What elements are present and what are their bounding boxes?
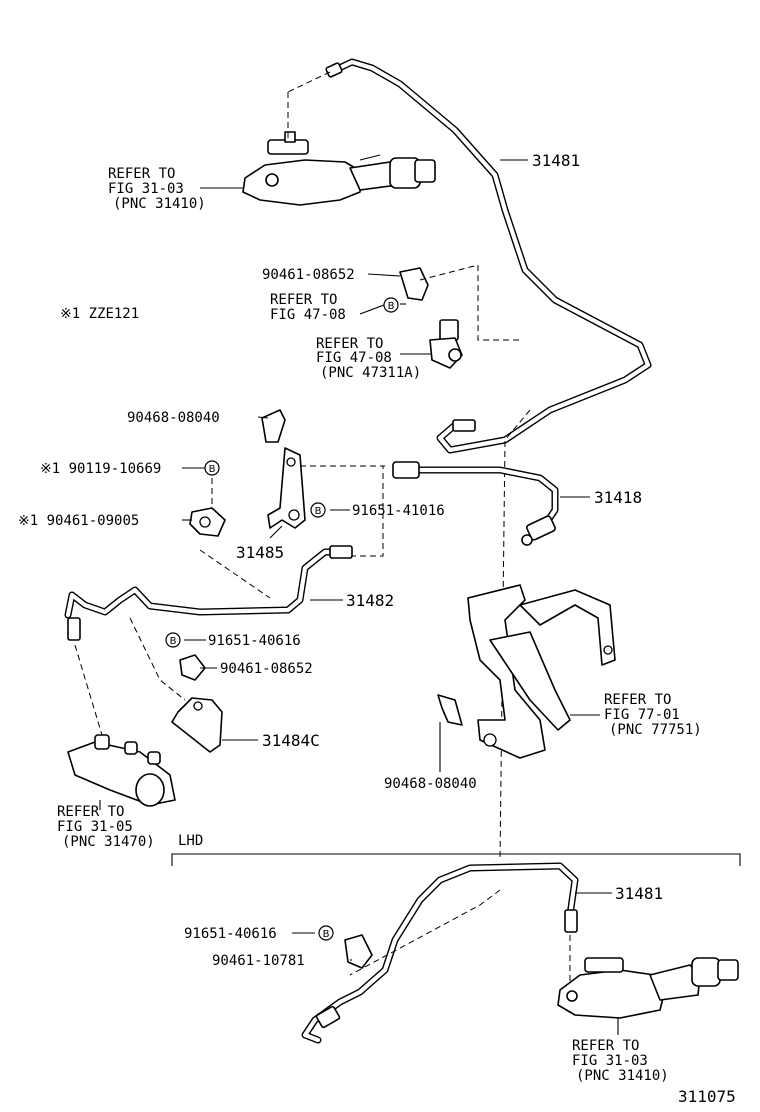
ref-fig31-05: REFER TO FIG 31-05 (PNC 31470) (57, 804, 155, 850)
bracket-31484c (171, 697, 223, 753)
svg-text:B: B (315, 506, 322, 517)
callout-90468-08040-lower: 90468-08040 (384, 776, 477, 792)
svg-text:(PNC 47311A): (PNC 47311A) (320, 365, 421, 381)
pipe-31482 (64, 545, 353, 641)
leader-line (359, 304, 385, 315)
dash-line (199, 549, 271, 599)
svg-text:REFER TO: REFER TO (572, 1038, 639, 1054)
svg-text:REFER TO: REFER TO (57, 804, 124, 820)
svg-text:FIG 77-01: FIG 77-01 (604, 707, 680, 723)
bracket-31485 (267, 447, 306, 529)
dash-line (350, 466, 384, 557)
pipe-31481-lhd (301, 862, 579, 1044)
clutch-release-cylinder (67, 734, 176, 807)
ref-master-top: REFER TO FIG 31-03 (PNC 31410) (108, 166, 206, 212)
ref-master-lhd: REFER TO FIG 31-03 (PNC 31410) (572, 1038, 669, 1084)
svg-text:REFER TO: REFER TO (604, 692, 671, 708)
clip-90468-08040-lower (437, 694, 463, 726)
section-label-lhd: LHD (178, 833, 203, 849)
svg-text:B: B (209, 464, 216, 475)
clutch-master-cylinder-lhd (557, 957, 739, 1019)
callout-90461-10781: 90461-10781 (212, 953, 305, 969)
callout-31482: 31482 (346, 591, 394, 610)
callout-31481-top: 31481 (532, 151, 580, 170)
ref-fig47-b: REFER TO FIG 47-08 (PNC 47311A) (316, 336, 421, 381)
clip-90461-08652-top (399, 267, 463, 369)
clip-90461-10781 (344, 934, 373, 969)
callout-91651-40616: 91651-40616 (208, 633, 301, 649)
leader-lines (99, 159, 619, 1035)
svg-text:FIG 31-03: FIG 31-03 (572, 1053, 648, 1069)
callout-90119-10669: ※1 90119-10669 (40, 461, 161, 477)
bolt-marker-b: B (318, 925, 334, 941)
pipe-31481-top (325, 58, 652, 454)
bolt-marker-b: B (383, 297, 399, 313)
pedal-bracket (467, 584, 616, 759)
clip-90461-09005 (189, 507, 226, 537)
callout-90461-08652: 90461-08652 (262, 267, 355, 283)
svg-text:(PNC 31470): (PNC 31470) (62, 834, 155, 850)
model-note: ※1 ZZE121 (60, 306, 139, 322)
svg-text:(PNC 31410): (PNC 31410) (113, 196, 206, 212)
dash-line (287, 71, 331, 93)
clutch-master-cylinder-top (242, 131, 436, 206)
callout-90461-08652-lower: 90461-08652 (220, 661, 313, 677)
callout-91651-41016: 91651-41016 (352, 503, 445, 519)
svg-text:REFER TO: REFER TO (316, 336, 383, 352)
svg-text:FIG 47-08: FIG 47-08 (316, 350, 392, 366)
ref-fig47-a: REFER TO FIG 47-08 (270, 292, 346, 323)
dash-line (129, 617, 186, 701)
clip-90468-08040-top (261, 409, 286, 443)
clip-90461-08652-lower (179, 654, 206, 681)
callout-31481-lhd: 31481 (615, 884, 663, 903)
callout-91651-40616-lhd: 91651-40616 (184, 926, 277, 942)
dash-line (499, 409, 531, 861)
hose-31418 (392, 461, 559, 546)
callout-31485: 31485 (236, 543, 284, 562)
callout-90461-09005: ※1 90461-09005 (18, 513, 139, 529)
callout-90468-08040: 90468-08040 (127, 410, 220, 426)
svg-text:(PNC 77751): (PNC 77751) (609, 722, 702, 738)
dash-line (74, 644, 106, 746)
callout-31484c: 31484C (262, 731, 320, 750)
svg-text:FIG 31-03: FIG 31-03 (108, 181, 184, 197)
svg-text:FIG 31-05: FIG 31-05 (57, 819, 133, 835)
bolt-marker-b: B (204, 460, 220, 476)
svg-text:B: B (170, 636, 177, 647)
figure-number: 311075 (678, 1087, 736, 1106)
svg-text:REFER TO: REFER TO (270, 292, 337, 308)
dash-line (419, 264, 520, 341)
lhd-section-frame (171, 853, 741, 866)
svg-text:(PNC 31410): (PNC 31410) (576, 1068, 669, 1084)
callout-31418: 31418 (594, 488, 642, 507)
ref-fig77: REFER TO FIG 77-01 (PNC 77751) (604, 692, 702, 738)
svg-text:B: B (388, 301, 395, 312)
bolt-marker-b: B (165, 632, 181, 648)
svg-text:FIG 47-08: FIG 47-08 (270, 307, 346, 323)
bolt-marker-b: B (310, 502, 326, 518)
dash-line (349, 889, 501, 976)
svg-text:REFER TO: REFER TO (108, 166, 175, 182)
svg-text:B: B (323, 929, 330, 940)
